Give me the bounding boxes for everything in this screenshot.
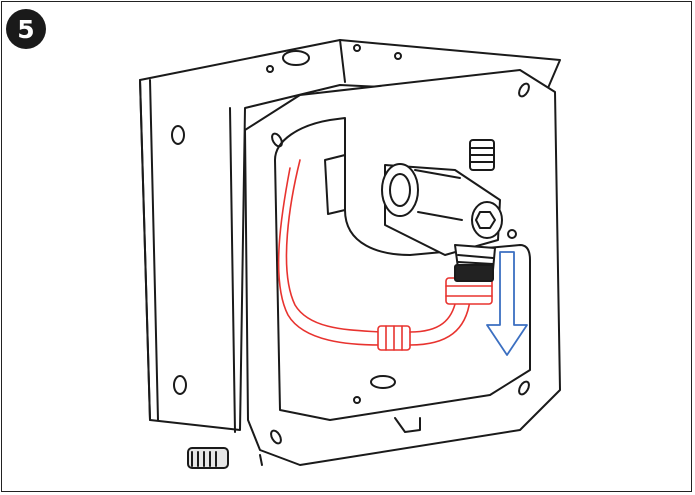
mounting-foot	[187, 447, 229, 469]
supply-hose	[277, 159, 493, 351]
valve-outlet-fitting	[454, 264, 494, 282]
arrow-down-icon	[486, 251, 528, 356]
step-number: 5	[17, 14, 35, 44]
front-bracket	[244, 69, 561, 466]
step-badge: 5	[6, 9, 46, 49]
